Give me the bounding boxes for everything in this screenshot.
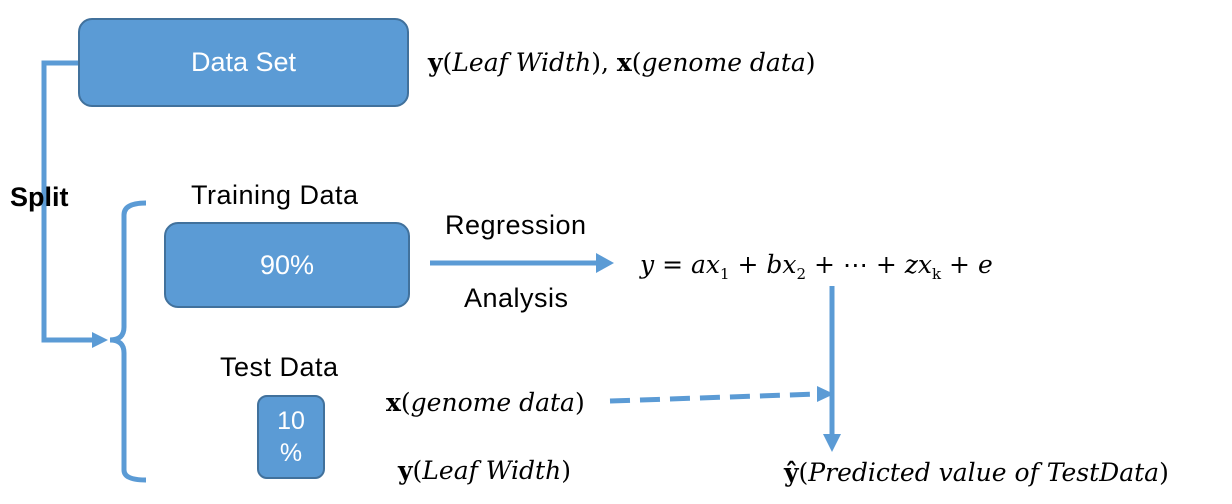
test-percent-line1: 10 [277, 407, 305, 435]
split-label: Split [10, 182, 69, 212]
prediction-formula: ŷ(Predicted value of TestData) [784, 458, 1169, 487]
test-title: Test Data [220, 352, 339, 382]
dataset-box: Data Set [78, 18, 409, 107]
analysis-label: Analysis [464, 283, 569, 313]
test-percent-line2: % [279, 439, 303, 467]
training-percent: 90% [259, 249, 315, 280]
model-equation: y = ax1 + bx2 + ⋯ + zxk + e [640, 250, 993, 283]
split-brace [109, 200, 147, 483]
split-connector [41, 60, 96, 343]
dataset-box-label: Data Set [190, 47, 297, 77]
test-x-dashed-arrow [609, 391, 819, 404]
training-box: 90% [164, 222, 410, 308]
dataset-x-symbol: x [616, 48, 632, 77]
regression-label: Regression [445, 210, 587, 240]
dataset-x-arg: genome data [641, 48, 806, 77]
dataset-formula: y(Leaf Width), x(genome data) [428, 48, 816, 77]
test-y-formula: y(Leaf Width) [398, 456, 571, 485]
test-box: 10 % [257, 395, 325, 479]
training-title: Training Data [191, 180, 359, 210]
split-arrowhead [92, 332, 108, 348]
test-x-formula: x(genome data) [386, 388, 585, 417]
dataset-y-arg: Leaf Width [452, 48, 592, 77]
dataset-y-symbol: y [428, 48, 443, 77]
